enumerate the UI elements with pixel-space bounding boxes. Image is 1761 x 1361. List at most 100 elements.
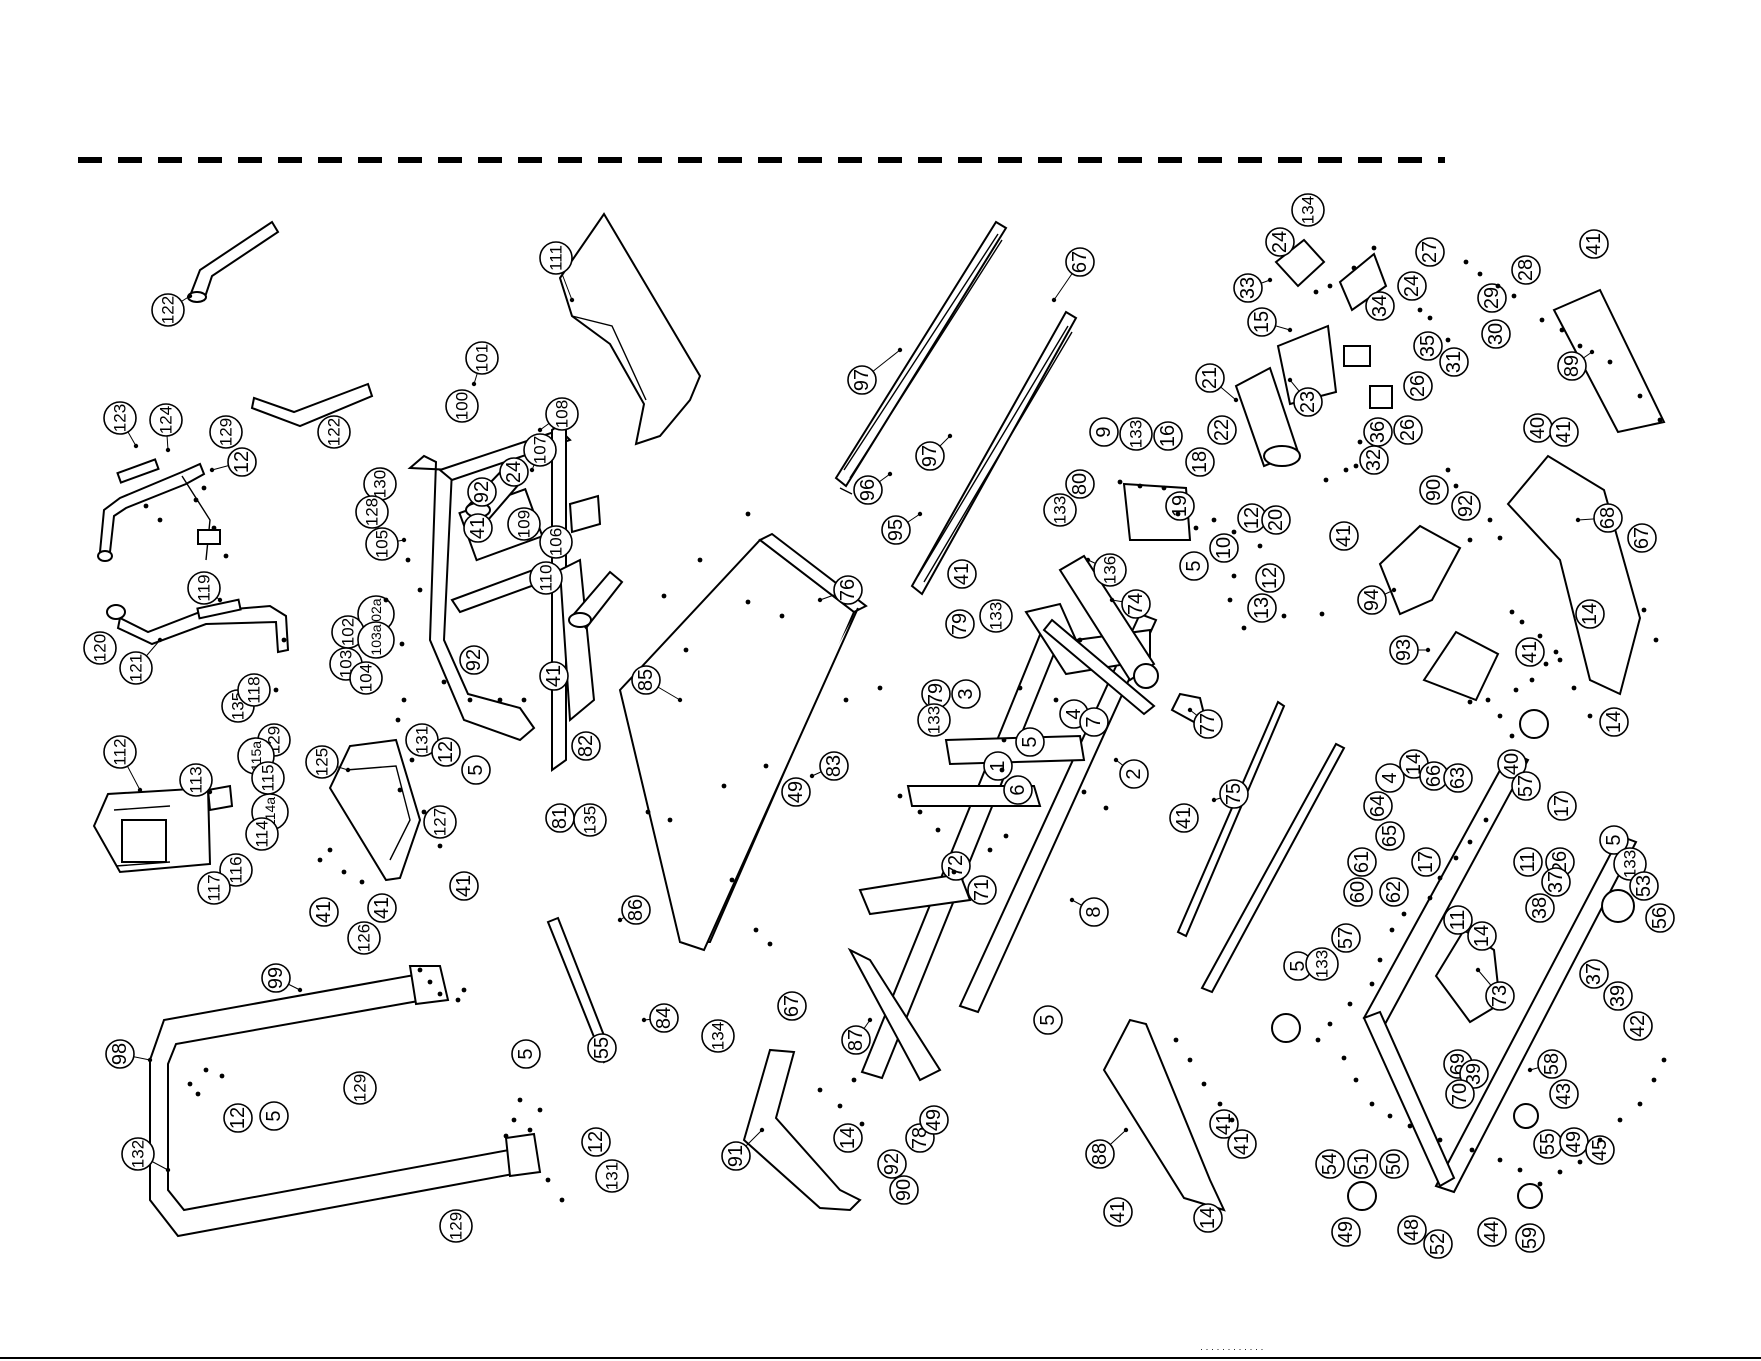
side-cover-right — [1102, 1018, 1226, 1212]
part-number: 41 — [313, 901, 335, 923]
part-callout-56: 56 — [1645, 903, 1675, 933]
part-number: 133 — [925, 706, 944, 734]
fastener-dot — [1553, 649, 1559, 655]
fastener-dot — [1497, 1157, 1503, 1163]
part-callout-12: 12 — [581, 1127, 611, 1157]
part-number: 97 — [919, 445, 941, 467]
part-number: 44 — [1481, 1221, 1503, 1243]
fastener-dot — [399, 641, 405, 647]
leader-dot — [1527, 1067, 1533, 1073]
part-number: 23 — [1297, 391, 1319, 413]
part-callout-92: 92 — [459, 645, 489, 675]
fastener-dot — [1137, 483, 1143, 489]
part-callout-31: 31 — [1439, 347, 1469, 377]
part-number: 133 — [1127, 420, 1146, 448]
part-callout-104: 104 — [349, 661, 383, 695]
part-number: 36 — [1367, 421, 1389, 443]
leader-dot — [297, 987, 303, 993]
part-callout-128: 128 — [355, 495, 389, 529]
part-number: 49 — [1563, 1131, 1585, 1153]
fastener-dot — [1651, 1077, 1657, 1083]
part-callout-14: 14 — [1575, 599, 1605, 629]
fastener-dot — [1323, 477, 1329, 483]
part-number: 129 — [217, 418, 236, 446]
part-number: 70 — [1449, 1083, 1471, 1105]
part-callout-133: 133 — [1043, 493, 1077, 527]
leader-dot — [147, 1057, 153, 1063]
part-callout-87: 87 — [841, 1025, 871, 1055]
fastener-dot — [405, 557, 411, 563]
console-display — [92, 784, 234, 874]
part-callout-41: 41 — [1227, 1129, 1257, 1159]
leader-dot — [947, 433, 953, 439]
part-number: 3 — [955, 688, 977, 699]
part-number: 93 — [1393, 639, 1415, 661]
part-callout-85: 85 — [631, 665, 661, 695]
part-callout-17: 17 — [1547, 791, 1577, 821]
fastener-dot — [143, 503, 149, 509]
part-number: 41 — [1583, 233, 1605, 255]
fastener-dot — [1401, 911, 1407, 917]
fastener-dot — [317, 857, 323, 863]
fastener-dot — [409, 757, 415, 763]
part-callout-106: 106 — [539, 525, 573, 559]
fastener-dot — [1313, 289, 1319, 295]
part-callout-96: 96 — [853, 475, 883, 505]
part-number: 12 — [227, 1107, 249, 1129]
part-number: 26 — [1407, 375, 1429, 397]
part-callout-7: 7 — [1079, 707, 1109, 737]
part-number: 5 — [1183, 560, 1205, 571]
part-callout-41: 41 — [367, 893, 397, 923]
part-number: 38 — [1529, 897, 1551, 919]
part-number: 110 — [537, 564, 556, 591]
part-callout-72: 72 — [941, 851, 971, 881]
part-number: 107 — [531, 436, 550, 464]
part-number: 41 — [371, 897, 393, 919]
leader-dot — [1589, 349, 1595, 355]
part-number: 6 — [1007, 784, 1029, 795]
fastener-dot — [461, 987, 467, 993]
part-callout-41: 41 — [1103, 1197, 1133, 1227]
fastener-dot — [877, 685, 883, 691]
part-callout-5: 5 — [1015, 727, 1045, 757]
part-callout-63: 63 — [1443, 763, 1473, 793]
bottom-rails — [1176, 700, 1346, 994]
part-callout-1: 1 — [983, 751, 1013, 781]
rear-roller — [847, 947, 942, 1082]
leader-dot — [157, 637, 163, 643]
leader-dot — [759, 1127, 765, 1133]
part-callout-26: 26 — [1403, 371, 1433, 401]
fastener-dot — [779, 613, 785, 619]
part-callout-41: 41 — [1329, 521, 1359, 551]
fastener-dot — [417, 967, 423, 973]
part-number: 49 — [1335, 1221, 1357, 1243]
part-number: 67 — [1631, 527, 1653, 549]
fastener-dot — [511, 1117, 517, 1123]
part-callout-53: 53 — [1629, 871, 1659, 901]
part-callout-133: 133 — [1305, 947, 1339, 981]
part-callout-103a: 103a — [357, 621, 395, 659]
part-number: 30 — [1485, 323, 1507, 345]
part-callout-124: 124 — [149, 403, 183, 437]
part-number: 105 — [373, 530, 392, 558]
fastener-dot — [1347, 1001, 1353, 1007]
fastener-dot — [1641, 607, 1647, 613]
part-number: 41 — [467, 517, 489, 539]
part-callout-44: 44 — [1477, 1217, 1507, 1247]
part-number: 14 — [1603, 711, 1625, 733]
part-number: 48 — [1401, 1219, 1423, 1241]
part-number: 26 — [1397, 419, 1419, 441]
part-number: 5 — [515, 1048, 537, 1059]
part-number: 76 — [837, 579, 859, 601]
part-number: 106 — [547, 528, 566, 556]
leader-dot — [809, 773, 815, 779]
part-callout-105: 105 — [365, 527, 399, 561]
fastener-dot — [935, 827, 941, 833]
fastener-dot — [1577, 343, 1583, 349]
leader-dot — [165, 1167, 171, 1173]
leader-dot — [617, 917, 623, 923]
part-number: 121 — [127, 654, 146, 682]
part-callout-14: 14 — [833, 1123, 863, 1153]
part-number: 19 — [1169, 495, 1191, 517]
part-callout-36: 36 — [1363, 417, 1393, 447]
